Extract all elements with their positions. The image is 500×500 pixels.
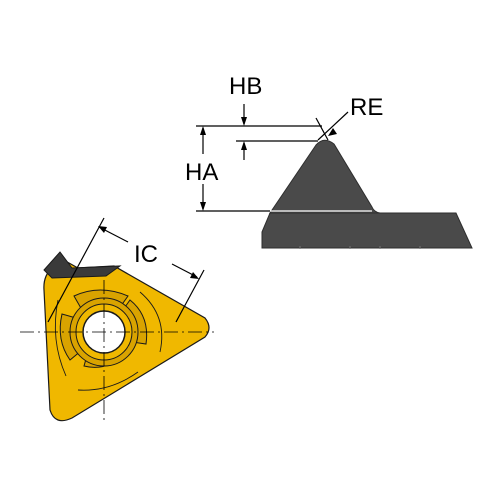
insert-contour-arc-2 bbox=[139, 291, 163, 353]
hb-lower-arrow bbox=[241, 141, 247, 150]
ic-extension-line-left bbox=[47, 217, 105, 323]
thread-profile-body bbox=[261, 212, 473, 249]
re-leader-line bbox=[317, 111, 349, 141]
hb-dimension: HB bbox=[196, 73, 322, 160]
thread-tooth bbox=[269, 139, 381, 214]
ha-label: HA bbox=[185, 159, 218, 186]
re-radius-line bbox=[315, 117, 329, 141]
ic-label: IC bbox=[134, 241, 158, 268]
hb-label: HB bbox=[229, 73, 262, 100]
ha-label-background bbox=[184, 154, 222, 184]
re-arrow bbox=[328, 128, 337, 136]
ic-dimension: IC bbox=[47, 217, 205, 323]
insert-top-view bbox=[43, 251, 210, 422]
re-dimension: RE bbox=[315, 94, 383, 141]
ic-right-arrow bbox=[190, 272, 199, 279]
insert-top-edge-chip bbox=[43, 251, 122, 279]
insert-contour-arc bbox=[54, 299, 67, 377]
ha-top-arrow bbox=[200, 126, 206, 135]
insert-contour-arc-3 bbox=[77, 371, 139, 391]
ic-left-arrow bbox=[98, 226, 107, 233]
profile-bottom-ticks bbox=[299, 246, 421, 249]
ic-extension-line-right bbox=[175, 269, 205, 323]
ha-bottom-arrow bbox=[200, 202, 206, 211]
ha-dimension: HA bbox=[184, 126, 222, 211]
thread-profile-view bbox=[196, 139, 473, 249]
re-label: RE bbox=[350, 94, 383, 121]
insert-center-lines bbox=[20, 280, 214, 420]
hb-upper-arrow bbox=[241, 117, 247, 126]
